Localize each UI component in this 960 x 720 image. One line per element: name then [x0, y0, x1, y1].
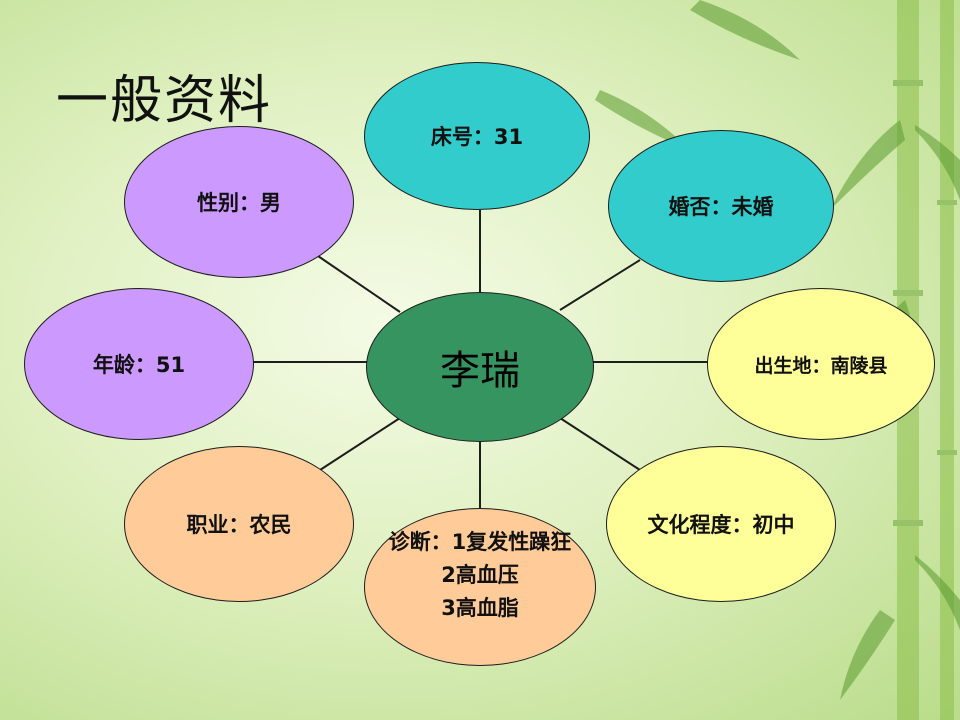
bed-label: 床号：31: [430, 125, 524, 149]
node-bed: 床号：31: [364, 62, 590, 210]
connector-education: [559, 417, 641, 471]
education-label: 文化程度：初中: [647, 513, 795, 537]
node-sex: 性别：男: [124, 126, 354, 278]
node-marital: 婚否：未婚: [608, 130, 834, 282]
birthplace-label: 出生地：南陵县: [754, 354, 888, 377]
age-label: 年龄：51: [92, 353, 186, 377]
diagnosis-line-3: 3高血脂: [441, 596, 519, 620]
diagnosis-text: 诊断：1复发性躁狂 2高血压 3高血脂: [340, 526, 620, 625]
node-age: 年龄：51: [24, 288, 254, 440]
connector-occupation: [319, 417, 401, 471]
node-education: 文化程度：初中: [606, 446, 836, 602]
page-title: 一般资料: [56, 71, 273, 131]
marital-label: 婚否：未婚: [668, 195, 774, 219]
connector-sex: [317, 255, 401, 313]
diagnosis-line-1: 诊断：1复发性躁狂: [388, 530, 572, 554]
node-occupation: 职业：农民: [124, 446, 354, 602]
node-birthplace: 出生地：南陵县: [707, 288, 935, 440]
center-node: 李瑞: [366, 292, 594, 442]
patient-name: 李瑞: [440, 348, 520, 394]
node-diagnosis: [364, 508, 596, 666]
connector-marital: [559, 259, 641, 311]
occupation-label: 职业：农民: [186, 513, 292, 537]
sex-label: 性别：男: [197, 191, 281, 215]
diagnosis-line-2: 2高血压: [441, 563, 519, 587]
